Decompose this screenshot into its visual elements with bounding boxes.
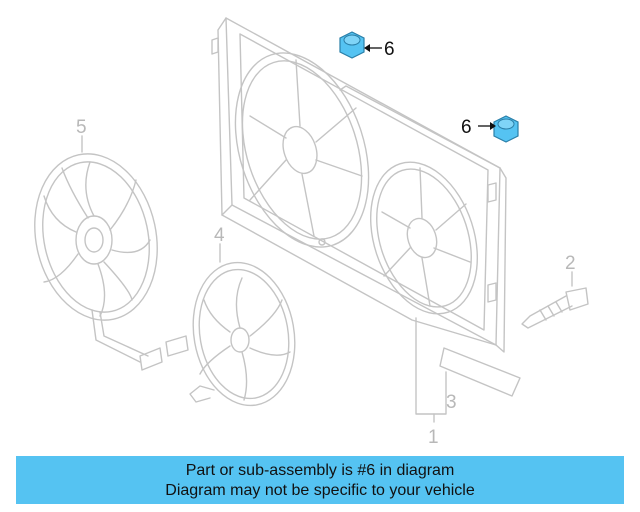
callout-5: 5 [76, 117, 87, 138]
nut-6-lower [493, 115, 519, 143]
parts-diagram: 1 2 3 4 5 6 6 [34, 17, 589, 448]
bolt-2 [521, 287, 589, 329]
callout-4: 4 [214, 225, 225, 246]
callout-3: 3 [446, 392, 457, 413]
callout-6-lower: 6 [461, 117, 472, 138]
leader-lines [81, 135, 573, 423]
callout-2: 2 [565, 253, 576, 274]
bracket-3 [439, 347, 521, 397]
fan-shroud [211, 17, 507, 353]
nut-6-upper [339, 31, 365, 59]
callout-6-upper: 6 [384, 39, 395, 60]
info-banner: Part or sub-assembly is #6 in diagram Di… [16, 456, 624, 504]
fan-assembly-4 [189, 261, 296, 407]
callout-1: 1 [428, 427, 439, 448]
callout-6-arrows [364, 44, 496, 130]
banner-line-2: Diagram may not be specific to your vehi… [165, 482, 475, 499]
fan-assembly-5 [34, 153, 189, 371]
banner-line-1: Part or sub-assembly is #6 in diagram [185, 462, 455, 479]
